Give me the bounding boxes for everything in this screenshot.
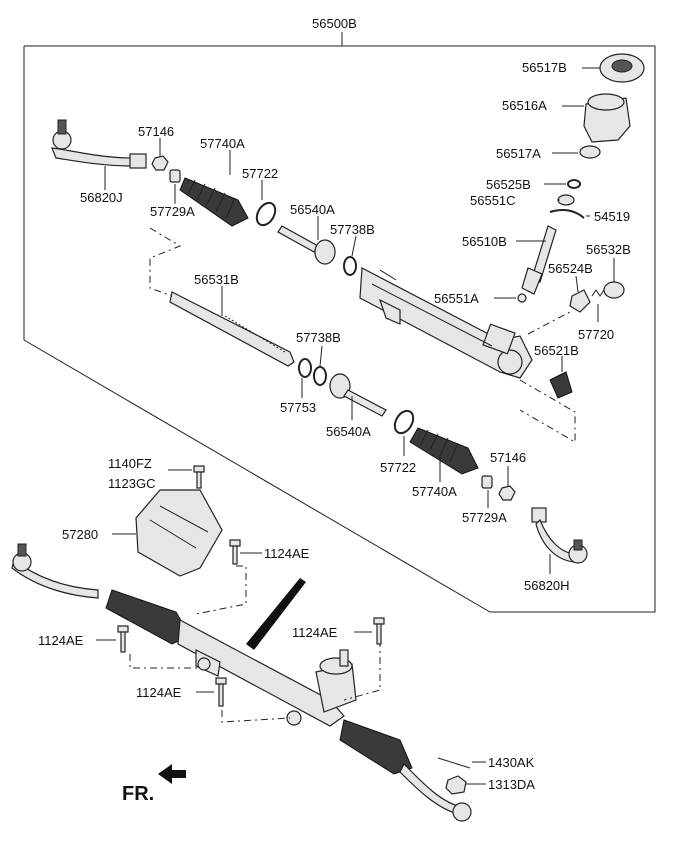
dash-guide-right	[519, 379, 576, 443]
boot-56521B	[549, 371, 573, 399]
label-front: FR.	[122, 783, 154, 805]
pointer-arrow	[246, 578, 306, 650]
yoke-56524B	[569, 289, 591, 313]
dash-guide-bolt-d	[221, 710, 291, 723]
label-1124AE-b: 1124AE	[38, 633, 84, 648]
label-56524B: 56524B	[548, 261, 593, 276]
label-56517B: 56517B	[522, 60, 567, 75]
nut-57146-top	[151, 155, 169, 171]
rack-assembly-lower	[11, 543, 472, 822]
bolt-1124AE-a	[229, 539, 241, 565]
dash-guide-bolt-c	[343, 640, 381, 701]
label-57740A-mid: 57740A	[412, 484, 457, 499]
bearing-56517A	[579, 145, 601, 159]
bearing-56551C	[557, 194, 575, 206]
label-56540A-mid: 56540A	[326, 424, 371, 439]
label-57720: 57720	[578, 327, 614, 342]
spring-57720	[591, 289, 605, 297]
label-57753: 57753	[280, 400, 316, 415]
label-1123GC: 1123GC	[108, 476, 155, 491]
dash-guide-shield	[195, 565, 247, 615]
label-56525B: 56525B	[486, 177, 531, 192]
label-1124AE-a: 1124AE	[264, 546, 310, 561]
label-56551C: 56551C	[470, 193, 516, 208]
label-56510B: 56510B	[462, 234, 507, 249]
label-1140FZ: 1140FZ	[108, 456, 152, 471]
clip-57729A-mid	[481, 475, 493, 489]
label-56820J: 56820J	[80, 190, 123, 205]
label-1430AK: 1430AK	[488, 755, 535, 770]
assembly-outline	[23, 45, 656, 613]
pinion-shaft	[521, 225, 557, 295]
label-56521B: 56521B	[534, 343, 579, 358]
label-54519: 54519	[594, 209, 630, 224]
label-57146-top: 57146	[138, 124, 174, 139]
label-57729A-mid: 57729A	[462, 510, 507, 525]
label-57738B-top: 57738B	[330, 222, 375, 237]
ring-56525B	[567, 179, 581, 189]
rack-bar	[169, 291, 295, 367]
label-56532B: 56532B	[586, 242, 631, 257]
nut-1313DA	[445, 775, 467, 795]
label-57722-mid: 57722	[380, 460, 416, 475]
label-57280: 57280	[62, 527, 98, 542]
bolt-1124AE-c	[373, 617, 385, 645]
label-56516A: 56516A	[502, 98, 547, 113]
bearing-56551A	[517, 293, 527, 303]
label-1124AE-d: 1124AE	[136, 685, 182, 700]
bellows-boot-top	[179, 177, 249, 227]
label-1124AE-c: 1124AE	[292, 625, 338, 640]
inner-tie-rod-top	[277, 225, 336, 265]
bolt-1124AE-b	[117, 625, 129, 653]
leader-56524B	[575, 275, 579, 293]
rack-housing	[359, 267, 533, 379]
housing-56516A	[583, 93, 631, 143]
clip-57729A-top	[169, 169, 181, 183]
ring-57738B-mid	[313, 366, 327, 386]
label-56531B: 56531B	[194, 272, 239, 287]
ring-57753	[298, 358, 312, 378]
leader-57738B-mid	[319, 345, 323, 367]
label-56540A-top: 56540A	[290, 202, 335, 217]
heat-shield	[135, 489, 223, 577]
inner-tie-rod-mid	[329, 373, 387, 417]
cover-56517B	[599, 53, 645, 83]
dash-guide-yoke	[527, 311, 571, 335]
label-57722-top: 57722	[242, 166, 278, 181]
label-57729A-top: 57729A	[150, 204, 195, 219]
label-56551A: 56551A	[434, 291, 479, 306]
tie-rod-end-right	[531, 507, 588, 564]
plug-56532B	[603, 281, 625, 299]
label-56517A: 56517A	[496, 146, 541, 161]
label-assembly: 56500B	[312, 16, 357, 31]
tie-rod-end-left	[51, 119, 147, 169]
nut-57146-mid	[498, 485, 516, 501]
label-57740A-top: 57740A	[200, 136, 245, 151]
ring-57722-top	[255, 201, 277, 227]
label-57738B-mid: 57738B	[296, 330, 341, 345]
snap-ring-54519	[549, 209, 585, 219]
bellows-boot-mid	[409, 427, 479, 475]
leader-57738B-top	[351, 235, 357, 257]
bolt-1140FZ	[193, 465, 205, 489]
ring-57722-mid	[393, 409, 415, 435]
label-56820H: 56820H	[524, 578, 570, 593]
dash-guide-left	[149, 227, 182, 297]
dash-guide-bolt-b	[129, 654, 200, 669]
label-57146-mid: 57146	[490, 450, 526, 465]
label-1313DA: 1313DA	[488, 777, 535, 792]
bolt-1124AE-d	[215, 677, 227, 707]
ring-57738B-top	[343, 256, 357, 276]
cotter-pin-1430AK	[437, 757, 471, 769]
front-arrow-icon	[158, 764, 186, 784]
